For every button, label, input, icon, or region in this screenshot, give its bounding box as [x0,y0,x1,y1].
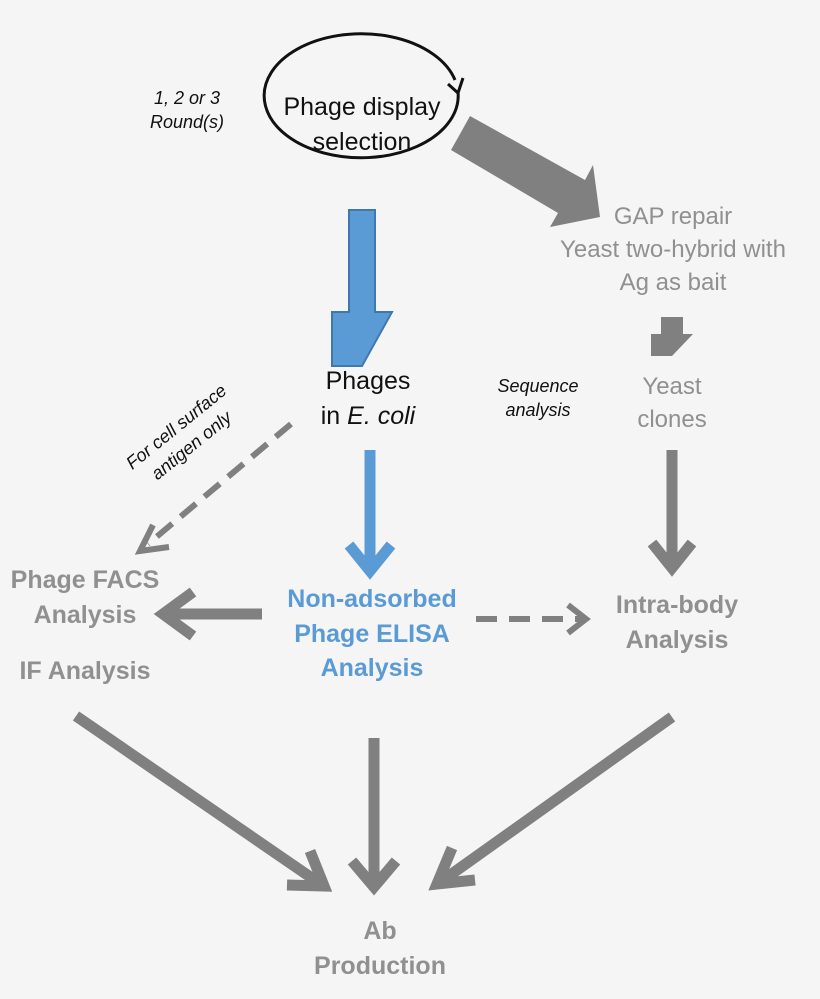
non-adsorbed-line-1: Non-adsorbed [287,585,457,613]
intra-body-line-2: Analysis [625,625,729,654]
arrow-intrabody-to-ab-production [428,712,676,891]
sequence-note-line-2: analysis [505,400,571,421]
selection-cycle-ellipse [262,32,460,160]
arrow-selection-to-gap-repair [451,116,600,227]
rounds-note-line-1: 1, 2 or 3 [153,88,221,108]
ecoli-italic: E. coli [347,401,416,430]
dashed-arrow-elisa-to-intrabody [476,602,591,636]
ab-production-label: Ab Production [290,914,470,983]
phage-display-line-1: Phage display [283,93,441,121]
phages-line-1: Phages [325,367,411,395]
phages-line-2: in E. coli [296,399,440,434]
yeast-clones-line-1: Yeast [642,373,702,400]
gap-repair-line-3: Ag as bait [619,269,727,297]
arrow-selection-to-phages [331,209,394,367]
phage-display-line-2: selection [312,127,412,156]
ab-production-line-1: Ab [363,917,397,945]
arrow-phages-to-elisa [344,450,396,580]
yeast-clones-line-2: clones [637,406,707,434]
rounds-note: 1, 2 or 3 Round(s) [132,86,242,135]
sequence-analysis-note: Sequence analysis [480,374,596,423]
if-analysis-label: IF Analysis [19,657,151,685]
arrow-gap-repair-to-yeast [651,317,693,356]
gap-repair-line-1: GAP repair [613,203,733,230]
yeast-clones-label: Yeast clones [612,370,732,436]
intra-body-analysis-label: Intra-body Analysis [592,588,762,657]
gap-repair-label: GAP repair Yeast two-hybrid with Ag as b… [528,200,818,299]
rounds-note-line-2: Round(s) [149,112,225,133]
arrow-elisa-to-ab-production [347,738,401,896]
phage-facs-analysis-label: Phage FACS Analysis [2,563,168,632]
gap-repair-line-2: Yeast two-hybrid with [560,236,786,264]
phages-in-ecoli-label: Phages in E. coli [296,364,440,433]
phages-line-2-prefix: in [320,401,348,430]
arrow-if-to-ab-production [72,711,333,892]
ab-production-line-2: Production [314,951,446,980]
non-adsorbed-elisa-label: Non-adsorbed Phage ELISA Analysis [262,582,482,686]
phage-facs-line-1: Phage FACS [10,566,160,594]
non-adsorbed-line-2: Phage ELISA [294,619,450,648]
non-adsorbed-line-3: Analysis [320,654,424,682]
arrow-yeast-to-intrabody [647,450,697,577]
arrow-elisa-to-facs [153,587,262,641]
phage-display-selection-label: Phage display selection [262,90,462,159]
intra-body-line-1: Intra-body [615,591,739,619]
phage-facs-line-2: Analysis [33,600,137,629]
dashed-arrow-phages-to-facs [134,421,293,555]
selection-cycle-arrowhead [446,77,465,95]
sequence-note-line-1: Sequence [497,376,579,396]
